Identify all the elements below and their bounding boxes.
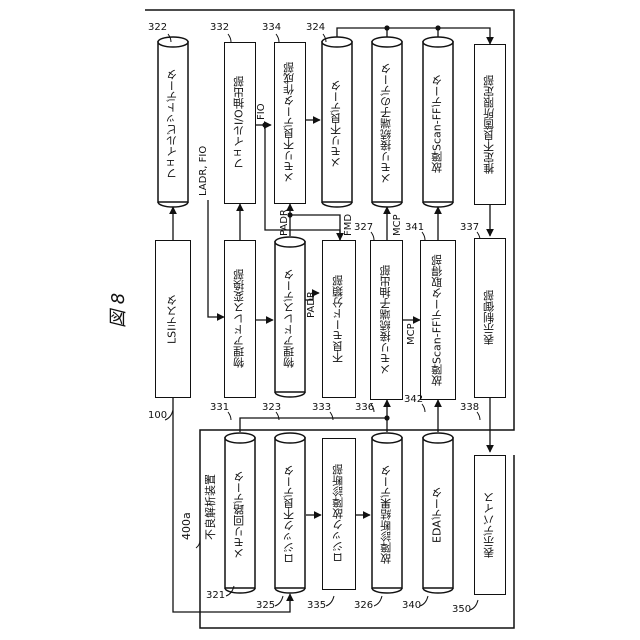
block-335-label: ロジック故障診断部 [322,438,356,590]
ref-340: 340 [402,600,421,611]
ref-331: 331 [210,402,229,413]
ref-341: 341 [405,222,424,233]
block-334-label: メモリ不良データ作成部 [274,42,306,204]
block-342-label: 故障Scan-FFデータ取得部 [420,240,456,400]
ref-327: 327 [354,222,373,233]
block-325-label: ロジック不良データ [275,442,305,588]
ref-326: 326 [354,600,373,611]
ref-325: 325 [256,600,275,611]
junction-dot [384,25,389,30]
block-331-label: 物理アドレス変換部 [224,240,256,398]
block-337-label: 推定不良箇所限定部 [474,44,506,205]
ref-324: 324 [306,22,325,33]
signal-padr-top: PADR [279,209,290,236]
ref-335: 335 [307,600,326,611]
ref-323: 323 [262,402,281,413]
tester-label: LSIテスタ [155,240,191,398]
ref-350: 350 [452,604,471,615]
block-333-label: 不良モード分類部 [322,240,356,398]
signal-fmd: FMD [343,214,354,236]
signal-padr-mid: PADR [306,291,317,318]
ref-322: 322 [148,22,167,33]
block-322-label: フェイルビットデータ [158,46,188,202]
junction-dot [435,25,440,30]
block-324-label: メモリ不良データ [322,46,352,202]
block-336-label: メモリ接続端子抽出部 [370,240,403,400]
ref-337: 337 [460,222,479,233]
ref-332: 332 [210,22,229,33]
block-326-label: 故障診断結果データ [372,442,402,588]
ref-321: 321 [206,590,225,601]
ref-338: 338 [460,402,479,413]
ref-100: 100 [148,410,167,421]
junction-dot [262,122,267,127]
ref-333: 333 [312,402,331,413]
block-332-label: フェイルI/O抽出部 [224,42,256,204]
display-device-label: 表示デバイス [474,455,506,595]
block-321-label: メモリ回路データ [225,442,255,588]
ref-334: 334 [262,22,281,33]
system-label: 不良解析装置 [202,474,218,540]
junction-dot [384,415,389,420]
signal-fio: FIO [256,103,267,120]
ref-336: 336 [355,402,374,413]
block-327-label: メモリ接続端子のデータ [372,46,402,202]
block-338-label: 表示制御部 [474,238,506,398]
block-323-label: 物理アドレスデータ [275,246,305,392]
ref-342: 342 [404,394,423,405]
signal-mcp-top: MCP [392,214,403,236]
block-340-label: EDAデータ [423,442,453,588]
signal-ladr-fio: LADR, FIO [198,146,209,196]
block-341-label: 故障Scan-FFデータ [423,46,453,202]
signal-mcp-mid: MCP [406,323,417,345]
figure-title: 図 8 [104,293,130,328]
system-ref: 400a [180,512,193,540]
